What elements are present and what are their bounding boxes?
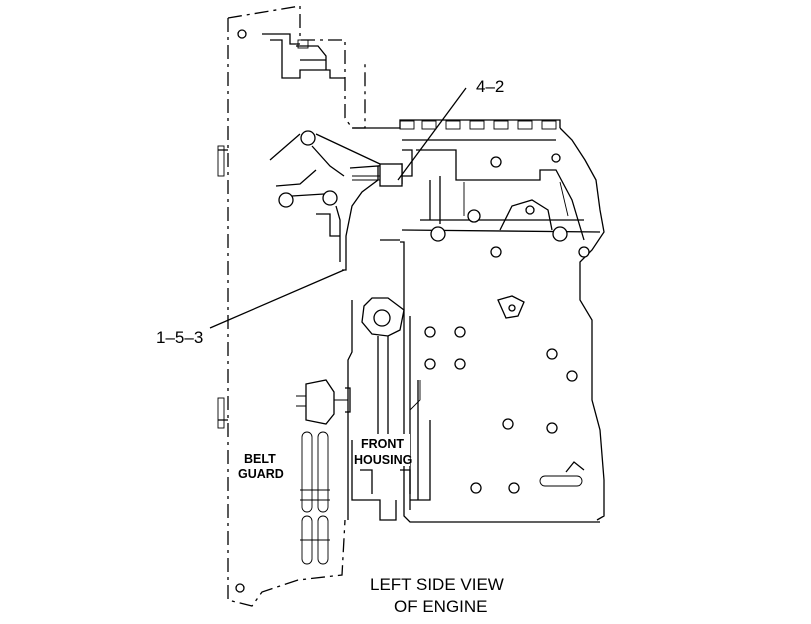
bracket-4-2 — [379, 163, 403, 187]
tensioner-assembly — [269, 130, 413, 271]
leader-lines — [209, 87, 467, 329]
front-housing — [347, 297, 431, 521]
belt-guard-bolt-top — [237, 29, 247, 39]
front-housing-label-line2: HOUSING — [354, 453, 412, 467]
top-bracket — [262, 33, 345, 79]
belt-guard-bolt-bottom — [235, 583, 245, 593]
engine-block — [380, 239, 600, 523]
rail-bolts — [399, 120, 557, 130]
leader-4-2 — [397, 87, 467, 181]
belt-guard-label-line1: BELT — [244, 452, 276, 466]
belt-guard-label-line2: GUARD — [238, 467, 284, 481]
caption-line1: LEFT SIDE VIEW — [370, 575, 504, 594]
belt-guard — [217, 5, 366, 607]
caption-line2: OF ENGINE — [394, 597, 488, 616]
callout-4-2: 4–2 — [476, 77, 504, 96]
leader-1-5-3 — [209, 269, 345, 329]
front-housing-label-line1: FRONT — [361, 437, 404, 451]
callout-1-5-3: 1–5–3 — [156, 328, 203, 347]
cylinder-head-rail — [352, 119, 605, 521]
